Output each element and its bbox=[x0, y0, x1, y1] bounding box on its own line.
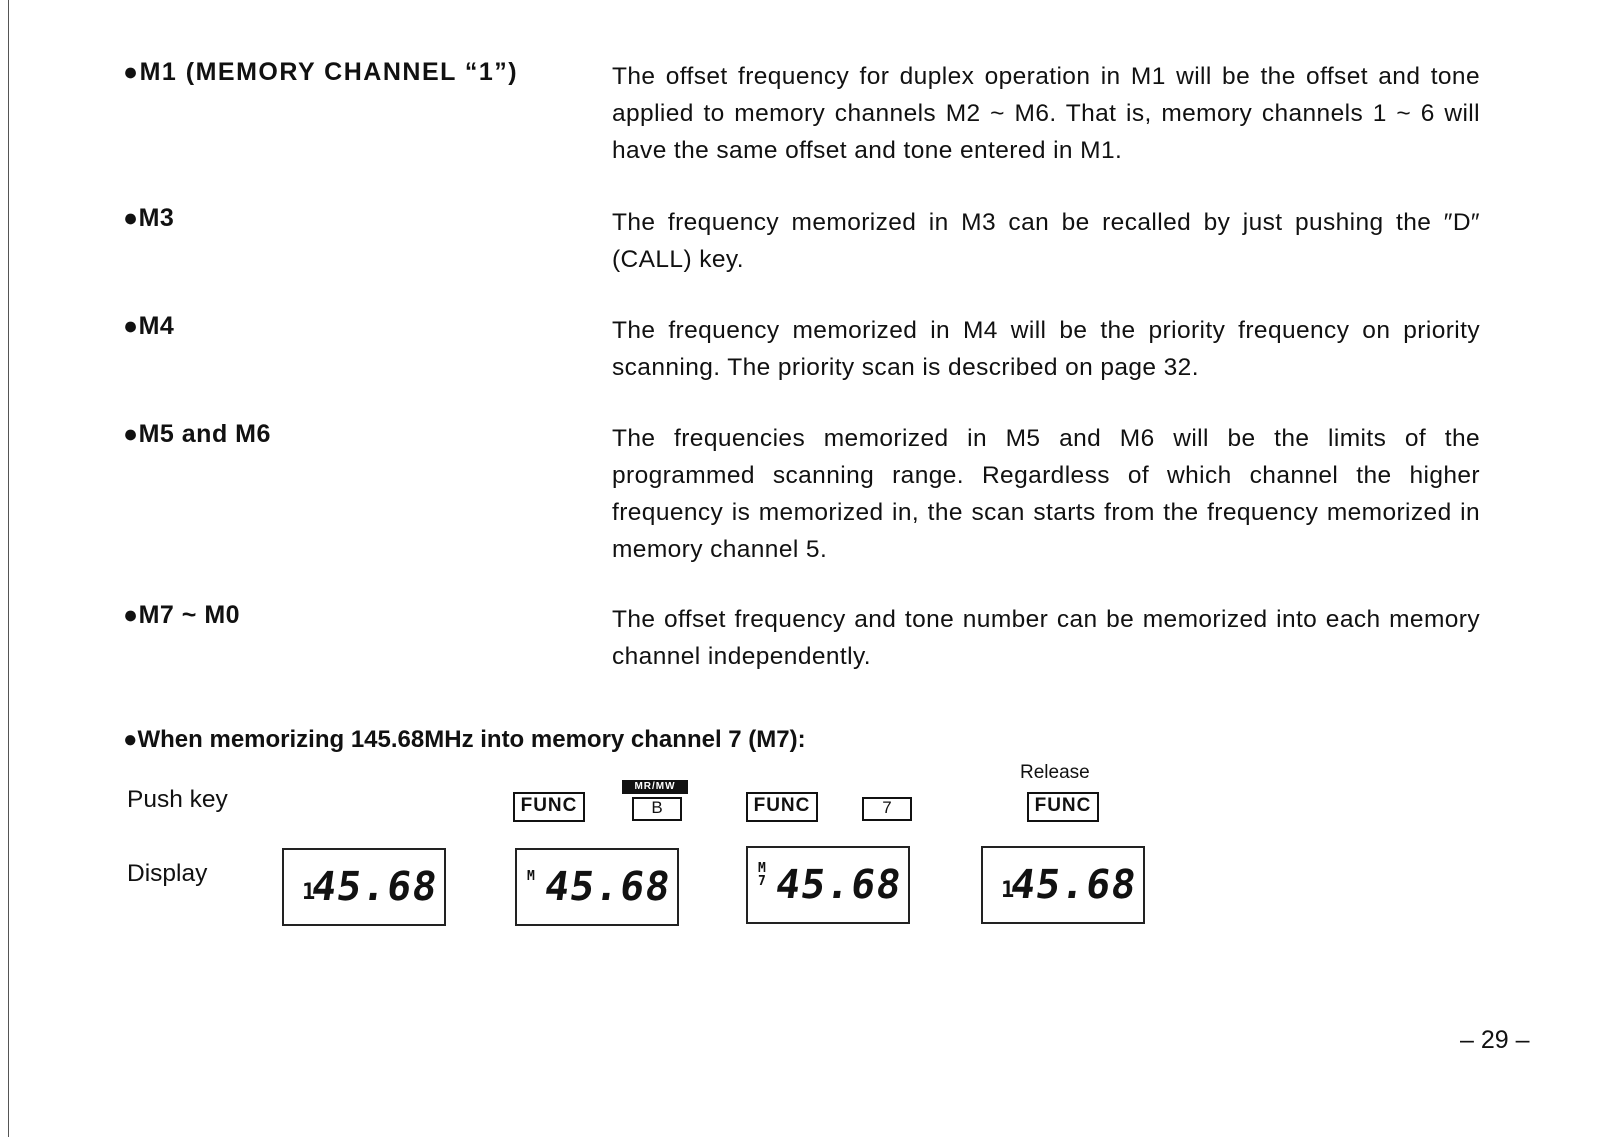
lcd-digits: 45.68 bbox=[772, 862, 905, 908]
lcd-display: M 45.68 bbox=[515, 848, 679, 926]
push-key-label: Push key bbox=[127, 786, 228, 813]
section-text: The frequencies memorized in M5 and M6 w… bbox=[612, 425, 1480, 563]
section-label: ●M4 bbox=[123, 312, 175, 340]
display-label: Display bbox=[127, 860, 208, 887]
section-label: ●M7 ~ M0 bbox=[123, 601, 241, 629]
lcd-memory-mark: M bbox=[527, 869, 535, 884]
section-text: The offset frequency and tone number can… bbox=[612, 606, 1480, 670]
lcd-display: 1 45.68 bbox=[282, 848, 446, 926]
section-label: ●M3 bbox=[123, 204, 175, 232]
lcd-digits: 45.68 bbox=[1007, 862, 1140, 908]
section-label: ●M1 (MEMORY CHANNEL “1”) bbox=[123, 58, 519, 86]
binding-edge-line bbox=[8, 0, 9, 1137]
lcd-display: 1 45.68 bbox=[981, 846, 1145, 924]
section-text: The frequency memorized in M4 will be th… bbox=[612, 317, 1480, 381]
seven-key: 7 bbox=[862, 797, 912, 821]
lcd-digits: 45.68 bbox=[308, 864, 441, 910]
release-label: Release bbox=[1020, 762, 1090, 783]
page-number: – 29 – bbox=[1460, 1026, 1530, 1054]
mr-mw-key-label: MR/MW bbox=[622, 780, 688, 794]
lcd-leading-digit: 1 bbox=[302, 880, 316, 905]
b-key: B bbox=[632, 797, 682, 821]
example-title: ●When memorizing 145.68MHz into memory c… bbox=[123, 726, 806, 753]
section-text: The offset frequency for duplex operatio… bbox=[612, 63, 1480, 164]
func-key: FUNC bbox=[513, 792, 585, 822]
section-label: ●M5 and M6 bbox=[123, 420, 271, 448]
lcd-digits: 45.68 bbox=[541, 864, 674, 910]
lcd-display: M 7 45.68 bbox=[746, 846, 910, 924]
lcd-leading-digit: 1 bbox=[1001, 878, 1015, 903]
func-key: FUNC bbox=[746, 792, 818, 822]
lcd-memory-mark: M 7 bbox=[758, 861, 766, 889]
section-text: The frequency memorized in M3 can be rec… bbox=[612, 209, 1480, 273]
func-key: FUNC bbox=[1027, 792, 1099, 822]
